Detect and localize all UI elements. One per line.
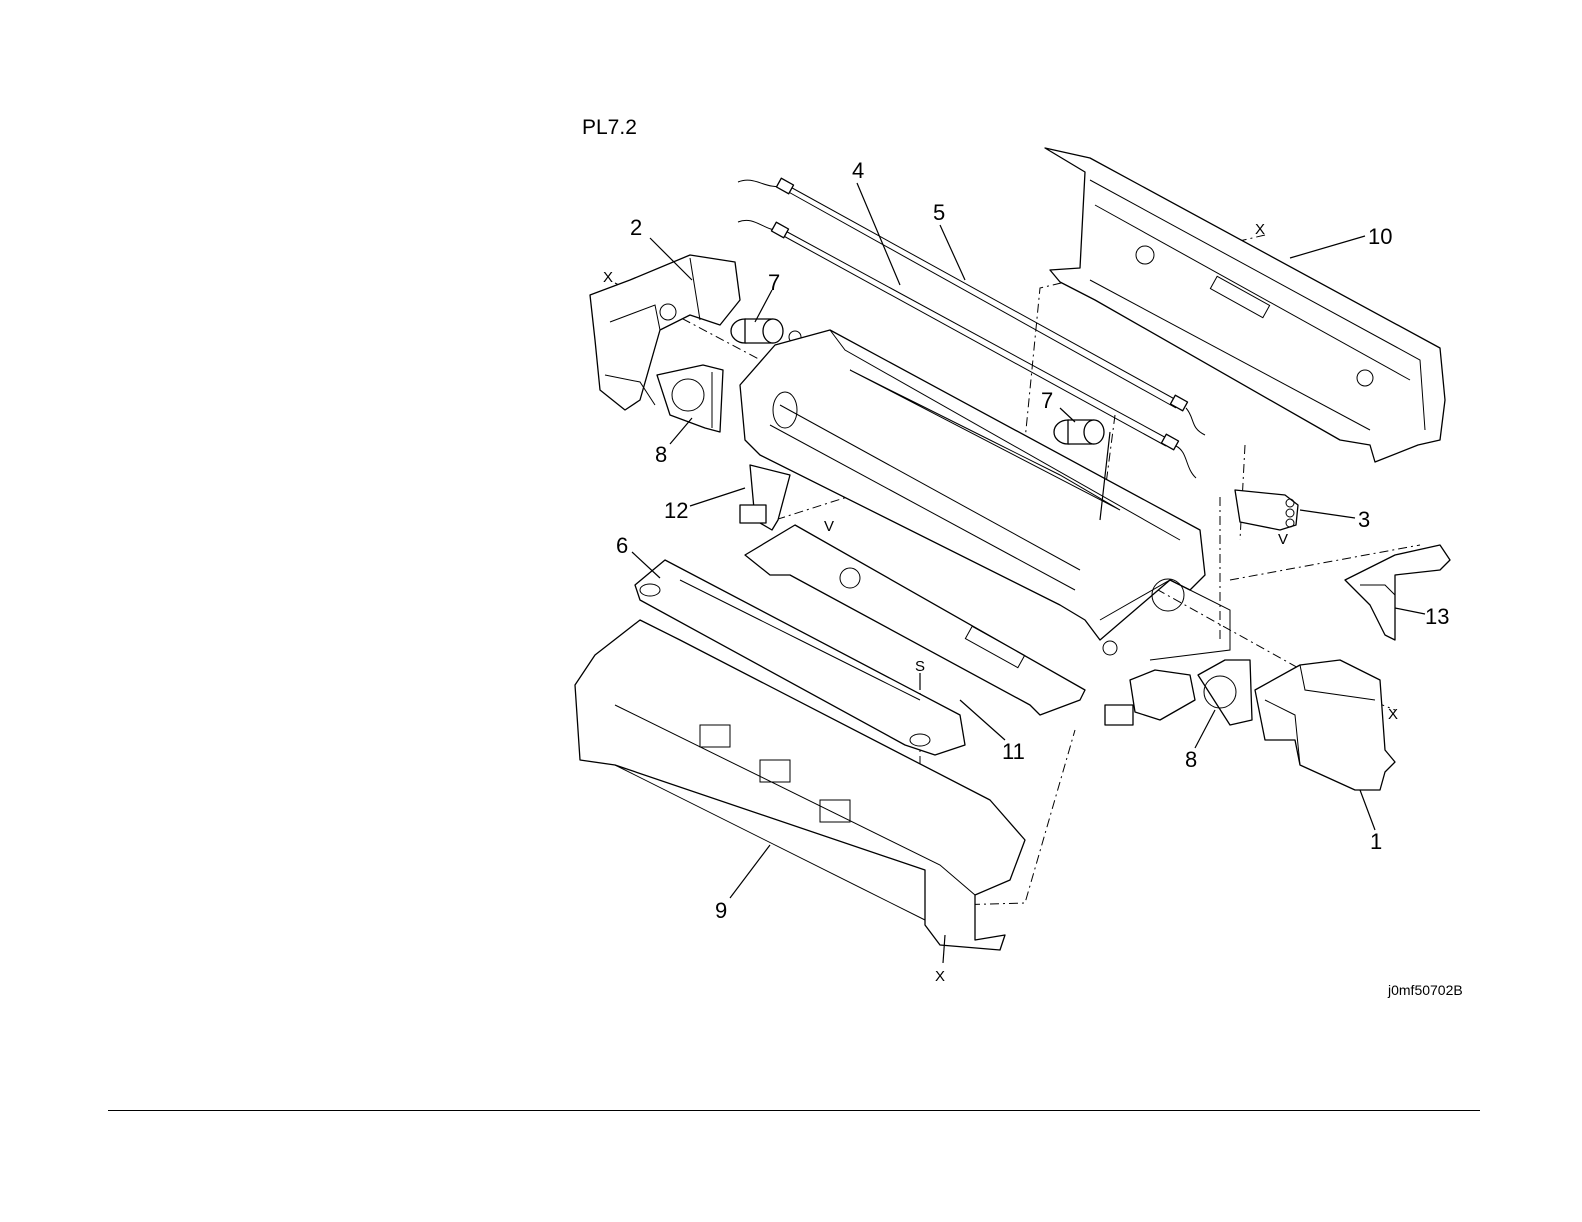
callout-5: 5	[933, 200, 945, 225]
callout-6: 6	[616, 533, 628, 558]
bearing-part-8-left	[657, 365, 723, 432]
callout-9: 9	[715, 898, 727, 923]
ref-x-right: X	[1388, 706, 1398, 723]
ref-v-left: V	[824, 518, 834, 535]
callout-7-left: 7	[768, 270, 780, 295]
ref-s: S	[915, 658, 925, 675]
callout-8-left: 8	[655, 442, 667, 467]
bearing-part-8-right	[1198, 660, 1252, 725]
ref-x-top: X	[1255, 221, 1265, 238]
roller-part-7-right	[1054, 420, 1104, 444]
callout-12: 12	[664, 498, 688, 523]
callout-2: 2	[630, 215, 642, 240]
bracket-part-3	[1235, 490, 1298, 530]
gear-bracket-right	[1105, 670, 1195, 725]
ref-x-left: X	[603, 269, 613, 286]
callout-7-right: 7	[1041, 388, 1053, 413]
callout-3: 3	[1358, 507, 1370, 532]
rear-frame-part-10	[1045, 148, 1445, 462]
callout-10: 10	[1368, 224, 1392, 249]
roller-part-7-left	[731, 319, 801, 343]
callout-13: 13	[1425, 604, 1449, 629]
callout-8-right: 8	[1185, 747, 1197, 772]
callout-1: 1	[1370, 829, 1382, 854]
fuser-main-frame	[740, 330, 1230, 660]
right-cover-part-1	[1255, 660, 1395, 790]
callout-11: 11	[1002, 739, 1025, 764]
ref-x-bottom: X	[935, 968, 945, 985]
gear-bracket-part-12	[740, 465, 790, 530]
ref-v-right: V	[1278, 531, 1288, 548]
callout-4: 4	[852, 158, 864, 183]
